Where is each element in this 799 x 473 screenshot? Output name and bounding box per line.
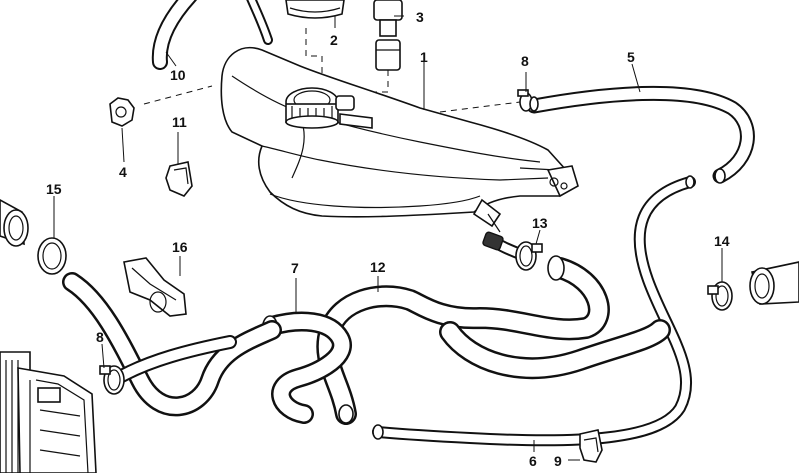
- pipe-stub-left: [0, 199, 29, 247]
- callout-13: 13: [532, 215, 548, 231]
- clamp-14: [707, 281, 733, 311]
- callout-4: 4: [119, 164, 127, 180]
- radiator: [0, 351, 97, 473]
- hose-12: [316, 255, 671, 425]
- hose-lower-left: [62, 272, 282, 417]
- assembly-line-cap: [305, 28, 323, 84]
- nut-4: [109, 97, 135, 127]
- assembly-line-nut: [143, 85, 213, 105]
- sensor-3: [373, 0, 403, 71]
- clip-9: [579, 429, 603, 463]
- pipe-tank-outlet: [482, 231, 526, 260]
- callout-11: 11: [172, 114, 187, 130]
- callout-7: 7: [291, 260, 299, 276]
- callout-16: 16: [172, 239, 188, 255]
- callout-3: 3: [416, 9, 424, 25]
- hose-5: [526, 85, 755, 184]
- clamp-15: [37, 237, 67, 275]
- assembly-line-clamp: [439, 101, 521, 113]
- callout-12: 12: [370, 259, 386, 275]
- callout-15: 15: [46, 181, 62, 197]
- callout-14: 14: [714, 233, 730, 249]
- callout-1: 1: [420, 49, 428, 65]
- clamp-8-lower: [99, 365, 125, 395]
- bracket-16: [123, 257, 187, 317]
- clamp-8-upper: [517, 89, 539, 112]
- callout-5: 5: [627, 49, 635, 65]
- callout-10: 10: [170, 67, 186, 83]
- callout-8-lower: 8: [96, 329, 104, 345]
- cap-2: [285, 0, 345, 19]
- callout-9: 9: [554, 453, 562, 469]
- callout-8-upper: 8: [521, 53, 529, 69]
- expansion-tank-1: [220, 46, 579, 233]
- clamp-13: [515, 241, 543, 271]
- hose-10: [151, 0, 273, 70]
- clip-11: [165, 161, 193, 197]
- callout-6: 6: [529, 453, 537, 469]
- callout-2: 2: [330, 32, 338, 48]
- leader-lines: [53, 15, 723, 461]
- pipe-stub-right: [749, 261, 799, 305]
- hose-6: [372, 175, 696, 447]
